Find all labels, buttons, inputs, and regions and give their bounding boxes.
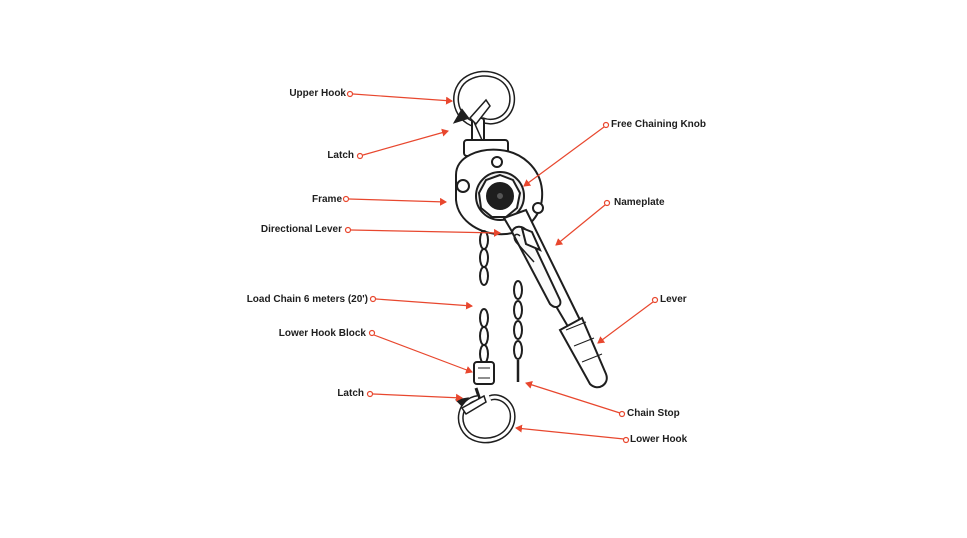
load-chain <box>479 230 489 364</box>
slack-chain <box>513 280 523 382</box>
lever-arm <box>502 208 583 334</box>
label-latch-bottom: Latch <box>337 388 364 399</box>
label-lower-hook-block: Lower Hook Block <box>278 328 366 339</box>
lever-grip <box>558 316 608 389</box>
upper-hook <box>452 70 516 145</box>
lower-hook-block <box>473 361 495 385</box>
directional-lever-part <box>520 226 542 252</box>
label-lower-hook: Lower Hook <box>630 434 688 445</box>
label-upper-hook: Upper Hook <box>289 88 346 99</box>
leader-lines <box>342 90 659 444</box>
upper-latch <box>468 98 491 126</box>
label-nameplate: Nameplate <box>614 197 665 208</box>
label-load-chain: Load Chain 6 meters (20') <box>246 294 368 305</box>
hoist-frame <box>455 139 544 236</box>
lower-latch <box>460 394 487 416</box>
label-latch-top: Latch <box>327 150 354 161</box>
label-chain-stop: Chain Stop <box>627 408 680 419</box>
label-frame: Frame <box>311 194 342 205</box>
label-lever: Lever <box>660 294 687 305</box>
label-free-chaining-knob: Free Chaining Knob <box>611 119 706 130</box>
label-directional-lever: Directional Lever <box>260 224 342 235</box>
